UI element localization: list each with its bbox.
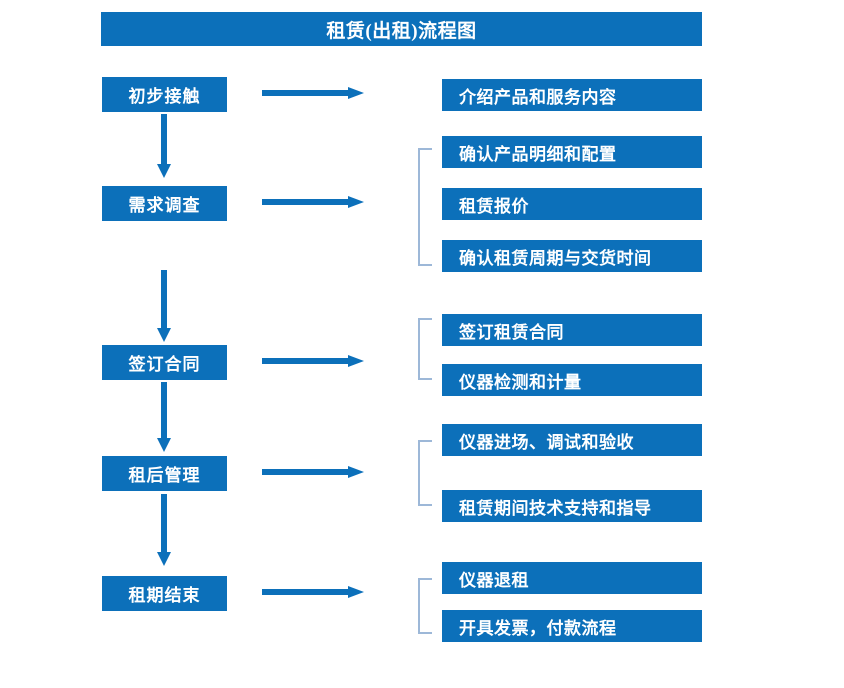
- stage-box-3[interactable]: 签订合同: [102, 345, 227, 380]
- detail-box-4-1[interactable]: 仪器进场、调试和验收: [442, 424, 702, 456]
- stage-box-1[interactable]: 初步接触: [102, 77, 227, 112]
- stage-box-5[interactable]: 租期结束: [102, 576, 227, 611]
- group-bracket-4: [418, 440, 432, 506]
- detail-box-5-1[interactable]: 仪器退租: [442, 562, 702, 594]
- right-arrow-icon: [262, 466, 364, 478]
- detail-label-5-2: 开具发票，付款流程: [459, 618, 617, 638]
- page-title: 租赁(出租)流程图: [326, 20, 477, 42]
- detail-label-5-1: 仪器退租: [459, 570, 529, 590]
- detail-box-4-2[interactable]: 租赁期间技术支持和指导: [442, 490, 702, 522]
- stage-label-4: 租后管理: [128, 466, 201, 485]
- group-bracket-2: [418, 148, 432, 266]
- right-arrow-icon: [262, 355, 364, 367]
- detail-box-5-2[interactable]: 开具发票，付款流程: [442, 610, 702, 642]
- group-bracket-5: [418, 578, 432, 634]
- stage-box-2[interactable]: 需求调查: [102, 186, 227, 221]
- stage-box-4[interactable]: 租后管理: [102, 456, 227, 491]
- detail-label-2-1: 确认产品明细和配置: [459, 144, 617, 164]
- detail-box-1-1[interactable]: 介绍产品和服务内容: [442, 79, 702, 111]
- down-arrow-icon: [157, 382, 171, 452]
- detail-box-2-1[interactable]: 确认产品明细和配置: [442, 136, 702, 168]
- down-arrow-icon: [157, 270, 171, 342]
- down-arrow-icon: [157, 494, 171, 566]
- group-bracket-3: [418, 318, 432, 380]
- detail-label-4-1: 仪器进场、调试和验收: [459, 432, 634, 452]
- detail-label-2-2: 租赁报价: [459, 196, 529, 216]
- down-arrow-icon: [157, 114, 171, 178]
- stage-label-5: 租期结束: [128, 586, 201, 605]
- detail-label-3-1: 签订租赁合同: [459, 322, 564, 342]
- detail-label-1-1: 介绍产品和服务内容: [459, 87, 617, 107]
- stage-label-3: 签订合同: [128, 355, 201, 374]
- detail-label-4-2: 租赁期间技术支持和指导: [459, 498, 652, 518]
- stage-label-2: 需求调查: [128, 196, 201, 215]
- detail-box-3-1[interactable]: 签订租赁合同: [442, 314, 702, 346]
- right-arrow-icon: [262, 586, 364, 598]
- stage-label-1: 初步接触: [128, 87, 201, 106]
- detail-box-2-3[interactable]: 确认租赁周期与交货时间: [442, 240, 702, 272]
- detail-box-2-2[interactable]: 租赁报价: [442, 188, 702, 220]
- detail-label-2-3: 确认租赁周期与交货时间: [459, 248, 652, 268]
- diagram-title-bar: 租赁(出租)流程图: [101, 12, 702, 46]
- detail-box-3-2[interactable]: 仪器检测和计量: [442, 364, 702, 396]
- right-arrow-icon: [262, 87, 364, 99]
- right-arrow-icon: [262, 196, 364, 208]
- detail-label-3-2: 仪器检测和计量: [459, 372, 582, 392]
